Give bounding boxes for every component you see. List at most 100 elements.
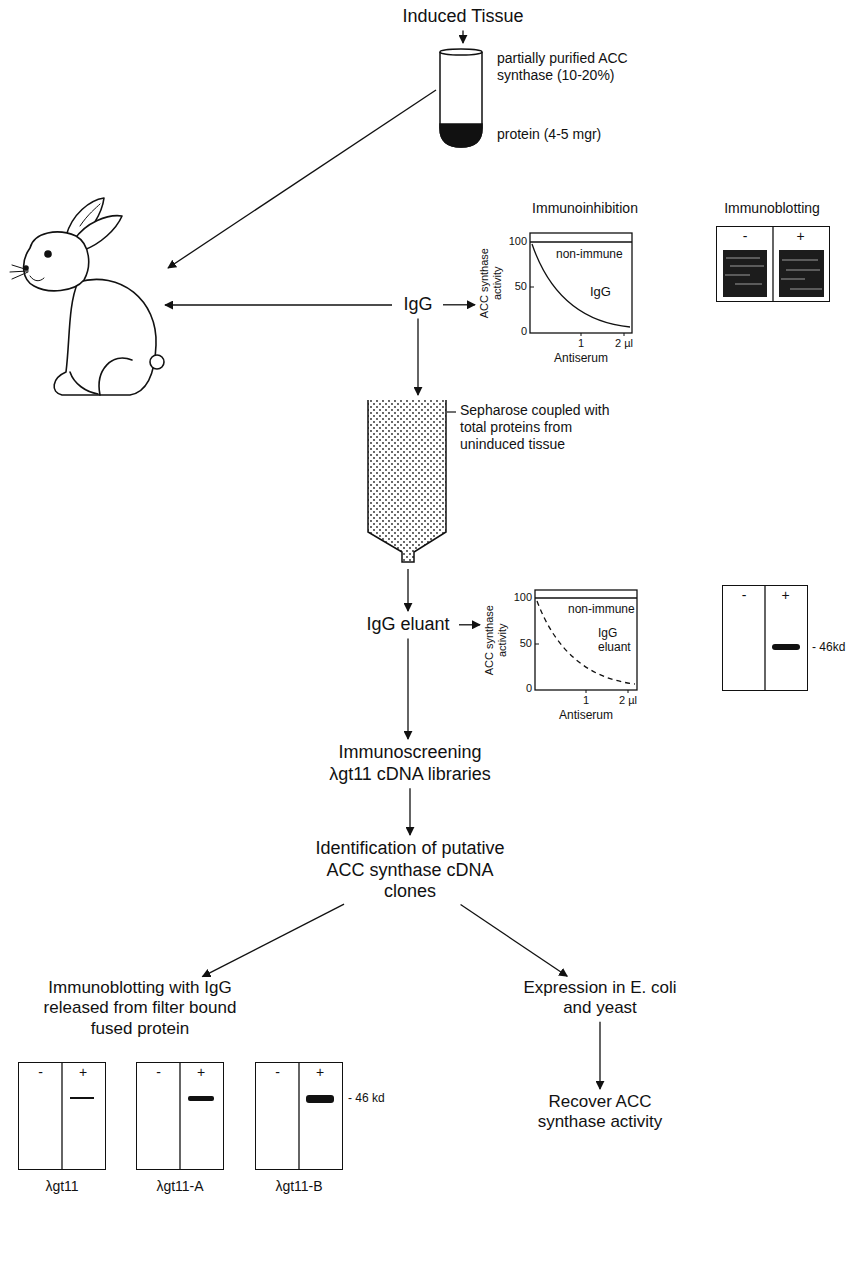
test-tube: partially purified ACC synthase (10-20%)… (435, 46, 685, 152)
lane-sign: - (137, 1064, 180, 1081)
lane-sign: - (256, 1064, 299, 1081)
rabbit-mouth (30, 276, 44, 281)
blot-panel: -+ (722, 585, 808, 691)
immunization-arrow (168, 90, 436, 268)
lane-divider (61, 1062, 62, 1170)
tick-label: 2 µl (611, 694, 645, 707)
axis-title: Antiserum (541, 708, 631, 722)
curve-label: non-immune (568, 602, 640, 616)
protein-band (70, 1097, 94, 1099)
tick-label: 100 (502, 591, 532, 604)
step-label: Immunoblotting with IgG released from fi… (33, 978, 248, 1039)
protein-pellet (440, 124, 482, 147)
step-text: Expression in E. coli and yeast (520, 978, 680, 1019)
step-label: IgG (396, 294, 440, 316)
step-label: Identification of putative ACC synthase … (310, 838, 510, 903)
flow-arrow (461, 904, 568, 976)
flow-arrow (417, 319, 418, 395)
curve-label: IgG eluant (598, 626, 638, 655)
rabbit-ear-line (80, 204, 100, 226)
step-text: Immunoblotting with IgG released from fi… (33, 978, 248, 1039)
axis-tick (628, 690, 629, 693)
flow-arrow (407, 569, 408, 611)
step-text: Induced Tissue (393, 6, 533, 28)
lane-sign: + (765, 587, 806, 604)
flow-arrow (409, 788, 410, 835)
smear-texture (725, 258, 822, 289)
lane-sign: - (19, 1064, 62, 1081)
step-text: Immunoscreening λgt11 cDNA libraries (318, 742, 503, 785)
lane-caption: λgt11-A (135, 1178, 225, 1195)
tube-wall (440, 52, 482, 147)
lane-divider (772, 226, 773, 302)
axis-title: ACC synthase activity (483, 600, 509, 680)
flow-arrow (443, 304, 475, 305)
lane-sign: - (723, 587, 765, 604)
tick-label: 100 (497, 235, 527, 248)
flow-arrow (462, 31, 463, 43)
lane-caption: λgt11-B (254, 1178, 344, 1195)
leader-line (447, 411, 456, 412)
tick-label: 0 (502, 682, 532, 695)
axis-tick (624, 333, 625, 336)
axis-tick (581, 333, 582, 336)
step-label: Immunoscreening λgt11 cDNA libraries (318, 742, 503, 785)
panel-heading: Immunoblotting (707, 200, 837, 217)
rabbit-whiskers (10, 265, 28, 279)
protein-band (306, 1095, 334, 1103)
lane-sign: - (717, 228, 773, 245)
lane-divider (298, 1062, 299, 1170)
axis-tick (535, 644, 539, 645)
step-label: Recover ACC synthase activity (520, 1092, 680, 1133)
tick-label: 50 (497, 280, 527, 293)
protein-smear (779, 250, 824, 297)
axis-title: Antiserum (536, 351, 626, 365)
step-text: Identification of putative ACC synthase … (310, 838, 510, 903)
blot-panel: -+ (255, 1062, 343, 1170)
blot-drawing (62, 1062, 334, 1170)
lane-sign: + (299, 1064, 341, 1081)
flow-arrow (459, 624, 480, 625)
axis-tick (530, 287, 534, 288)
rabbit-tail (150, 355, 164, 369)
lane-caption: λgt11 (17, 1178, 107, 1195)
tube-note: partially purified ACC synthase (10-20%) (497, 50, 657, 84)
lane-divider (764, 585, 765, 691)
rabbit-body (54, 279, 156, 395)
size-marker: - 46 kd (348, 1091, 398, 1105)
curve-label: non-immune (556, 247, 628, 261)
column-drawing (368, 400, 456, 562)
blot-panel: -+ (18, 1062, 106, 1170)
tube-rim (440, 49, 482, 55)
pellet-note: protein (4-5 mgr) (497, 126, 647, 143)
tick-label: 0 (497, 325, 527, 338)
tick-label: 1 (576, 694, 596, 707)
lane-sign: + (773, 228, 828, 245)
protein-band (772, 644, 800, 650)
step-label: Expression in E. coli and yeast (520, 978, 680, 1019)
lane-divider (179, 1062, 180, 1170)
control-line (530, 241, 632, 242)
blot-drawing (723, 226, 824, 302)
lane-sign: + (62, 1064, 104, 1081)
flow-arrow (407, 639, 408, 739)
step-text: Recover ACC synthase activity (520, 1092, 680, 1133)
step-label: IgG eluant (360, 614, 456, 636)
size-marker: - 46kd (812, 640, 852, 654)
panel-heading: Immunoinhibition (515, 200, 655, 217)
step-text: IgG (396, 294, 440, 316)
tick-label: 1 (571, 337, 591, 350)
blot-panel: -+ (716, 226, 830, 302)
plot-frame (530, 233, 632, 333)
column-body (368, 400, 446, 562)
flow-arrow (599, 1022, 600, 1089)
sepharose-column: Sepharose coupled with total proteins fr… (360, 398, 650, 566)
protein-band (188, 1096, 214, 1101)
rabbit-eye (45, 251, 51, 257)
column-note: Sepharose coupled with total proteins fr… (460, 402, 610, 452)
